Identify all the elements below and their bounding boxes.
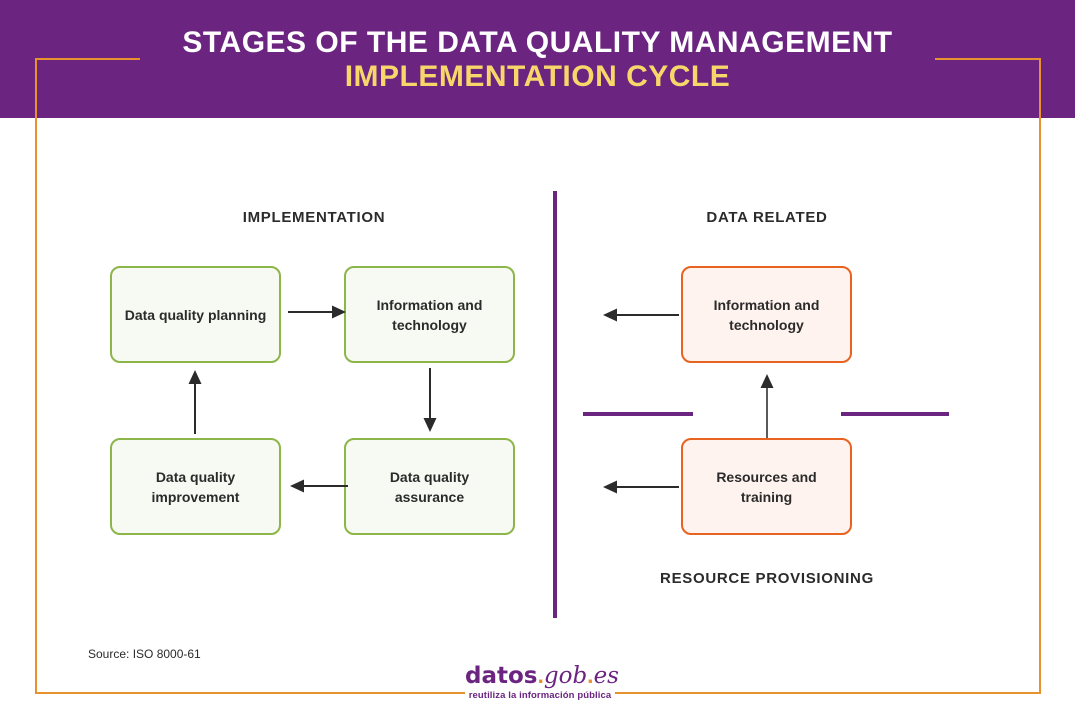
frame-bottom-right-segment [613,692,1041,694]
process-box-data-quality-planning[interactable]: Data quality planning [110,266,281,363]
frame-right-vertical [1039,58,1041,694]
process-box-resources-and-training[interactable]: Resources and training [681,438,852,535]
arrow-assurance-to-improvement-left [290,479,348,493]
process-box-data-quality-assurance[interactable]: Data quality assurance [344,438,515,535]
process-box-information-and-technology-data-related[interactable]: Information and technology [681,266,852,363]
section-divider-horizontal-right [841,412,949,416]
logo-dot-2: . [587,662,594,688]
logo-wordmark: datos.gob.es [465,662,619,689]
logo-tagline: reutiliza la información pública [468,690,612,701]
arrow-improvement-to-planning-up [188,370,202,434]
section-heading-data-related: DATA RELATED [706,209,828,226]
page-title-line-2: IMPLEMENTATION CYCLE [344,60,731,93]
section-divider-horizontal-left [583,412,693,416]
frame-bottom-left-segment [35,692,467,694]
frame-left-vertical [35,58,37,694]
datos-gob-es-logo[interactable]: datos.gob.es reutiliza la información pú… [465,662,619,706]
arrow-information-to-assurance-down [423,368,437,432]
process-box-label: Data quality assurance [389,468,470,505]
process-box-label: Resources and training [716,468,817,505]
process-box-label: Information and technology [376,296,483,333]
page-title-line-1: STAGES OF THE DATA QUALITY MANAGEMENT [182,26,893,59]
process-box-label: Information and technology [713,296,820,333]
process-box-data-quality-improvement[interactable]: Data quality improvement [110,438,281,535]
process-box-label: Data quality planning [124,306,267,323]
page-title: STAGES OF THE DATA QUALITY MANAGEMENT IM… [0,26,1075,94]
process-box-information-and-technology[interactable]: Information and technology [344,266,515,363]
header-band [0,0,1075,118]
section-heading-implementation: IMPLEMENTATION [242,209,386,226]
frame-top-left-segment [35,58,140,60]
arrow-planning-to-information-right [288,305,346,319]
frame-top-right-segment [935,58,1040,60]
logo-word-es: es [593,663,619,689]
arrow-information-right-to-implementation-left [603,308,679,322]
section-heading-resource-provisioning: RESOURCE PROVISIONING [660,570,874,587]
source-note: Source: ISO 8000-61 [88,647,201,661]
logo-word-gob: gob [543,663,588,689]
arrow-resources-to-implementation-left [603,480,679,494]
section-divider-vertical [553,191,557,618]
arrow-resources-to-information-right-up [760,374,774,438]
logo-word-datos: datos [465,663,538,689]
logo-dot-1: . [537,662,544,688]
process-box-label: Data quality improvement [151,468,240,505]
